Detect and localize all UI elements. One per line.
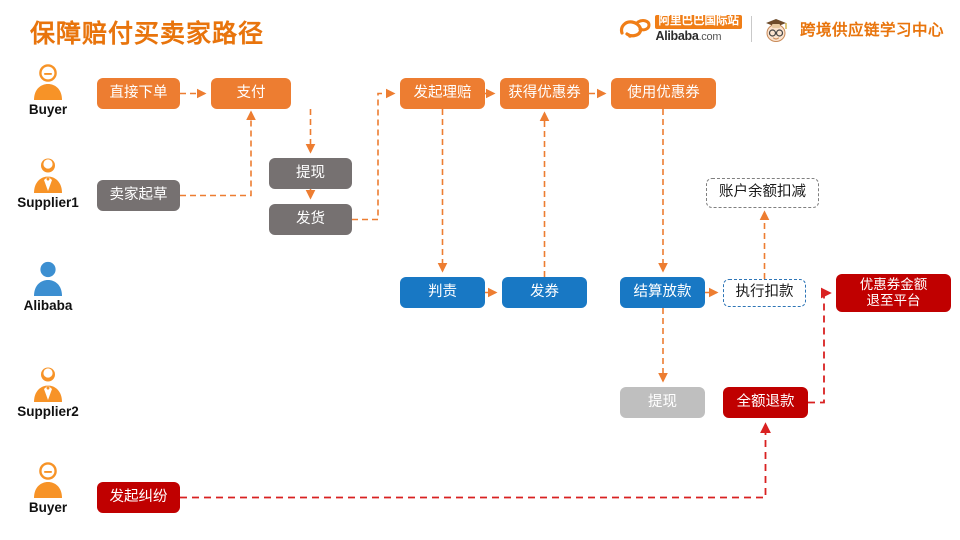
actor-lane-buyer-bottom: Buyer bbox=[0, 460, 96, 515]
node-use-coupon[interactable]: 使用优惠券 bbox=[611, 78, 716, 109]
node-issue-coupon[interactable]: 发券 bbox=[502, 277, 587, 308]
brand-divider bbox=[750, 16, 752, 42]
node-execute-deduct[interactable]: 执行扣款 bbox=[723, 279, 806, 307]
actor-label: Supplier2 bbox=[17, 404, 79, 419]
actor-lane-supplier2: Supplier2 bbox=[0, 364, 96, 419]
alibaba-avatar-icon bbox=[0, 258, 96, 296]
node-coupon-refund[interactable]: 优惠券金额 退至平台 bbox=[836, 274, 951, 312]
actor-label: Buyer bbox=[28, 500, 68, 515]
buyer-avatar-icon bbox=[0, 62, 96, 100]
brand-logo-group: 阿里巴巴国际站 Alibaba.com 跨境供应链学习中心 bbox=[618, 12, 944, 46]
conn-full-refund-to-coupon-refund bbox=[808, 287, 832, 404]
node-get-coupon[interactable]: 获得优惠券 bbox=[500, 78, 589, 109]
alibaba-en-label: Alibaba.com bbox=[655, 28, 722, 43]
node-balance-deduct[interactable]: 账户余额扣减 bbox=[706, 178, 819, 208]
actor-label: Buyer bbox=[28, 102, 68, 117]
node-ship[interactable]: 发货 bbox=[269, 204, 352, 235]
supplier-avatar-icon bbox=[0, 155, 96, 193]
node-pay[interactable]: 支付 bbox=[211, 78, 291, 109]
node-withdraw-1[interactable]: 提现 bbox=[269, 158, 352, 189]
conn-ship-to-start-claim bbox=[352, 88, 396, 221]
actor-label: Supplier1 bbox=[17, 195, 79, 210]
alibaba-logo: 阿里巴巴国际站 Alibaba.com bbox=[618, 15, 742, 43]
supplier-avatar-icon bbox=[0, 364, 96, 402]
node-assign-liability[interactable]: 判责 bbox=[400, 277, 485, 308]
actor-label: Alibaba bbox=[23, 298, 73, 313]
graduate-mascot-icon bbox=[761, 14, 791, 44]
actor-lane-alibaba: Alibaba bbox=[0, 258, 96, 313]
alibaba-cn-label: 阿里巴巴国际站 bbox=[655, 15, 742, 29]
actor-lane-buyer-top: Buyer bbox=[0, 62, 96, 117]
node-start-claim[interactable]: 发起理赔 bbox=[400, 78, 485, 109]
buyer-avatar-icon bbox=[0, 460, 96, 498]
node-withdraw-2[interactable]: 提现 bbox=[620, 387, 705, 418]
learning-center-label: 跨境供应链学习中心 bbox=[799, 22, 944, 39]
alibaba-logo-icon bbox=[618, 16, 652, 42]
node-full-refund[interactable]: 全额退款 bbox=[723, 387, 808, 418]
actor-lane-supplier1: Supplier1 bbox=[0, 155, 96, 210]
node-settle-payout[interactable]: 结算放款 bbox=[620, 277, 705, 308]
node-seller-draft[interactable]: 卖家起草 bbox=[97, 180, 180, 211]
conn-dispute-to-full-refund bbox=[180, 422, 771, 499]
conn-seller-draft-to-pay bbox=[180, 110, 256, 197]
node-direct-order[interactable]: 直接下单 bbox=[97, 78, 180, 109]
page-title: 保障赔付买卖家路径 bbox=[30, 20, 265, 48]
node-raise-dispute[interactable]: 发起纠纷 bbox=[97, 482, 180, 513]
